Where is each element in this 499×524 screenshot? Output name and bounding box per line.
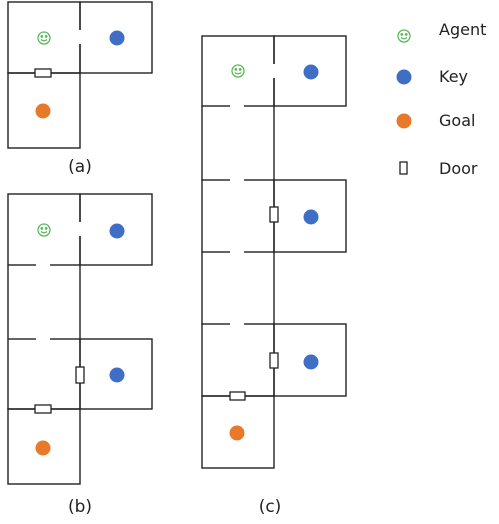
agent-icon	[37, 223, 51, 237]
goal-icon	[35, 440, 51, 456]
panel-label-a: (a)	[68, 157, 92, 177]
panel-a	[7, 1, 153, 149]
key-icon	[109, 223, 125, 239]
legend-key-label: Key	[439, 67, 468, 86]
door	[269, 206, 279, 223]
key-icon	[303, 64, 319, 80]
legend-goal-icon	[396, 113, 412, 129]
legend-agent-label: Agent	[439, 20, 486, 39]
door	[75, 366, 85, 384]
legend-goal-label: Goal	[439, 111, 475, 130]
agent-icon	[231, 64, 245, 78]
legend: Agent Key Goal Door	[396, 20, 486, 178]
room-b-mid-left	[7, 338, 81, 410]
goal-icon	[35, 103, 51, 119]
room-c-third-left	[201, 323, 275, 397]
door	[34, 404, 52, 414]
door	[229, 391, 246, 401]
room-c-second-left	[201, 179, 275, 253]
room-c-top-left	[201, 35, 275, 107]
door	[269, 352, 279, 369]
panel-c	[201, 35, 347, 469]
room-b-top-left	[7, 193, 81, 266]
legend-key-icon	[396, 69, 412, 85]
door	[34, 68, 52, 78]
panel-label-c: (c)	[259, 497, 282, 517]
key-icon	[109, 30, 125, 46]
key-icon	[109, 367, 125, 383]
panel-b	[7, 193, 153, 485]
goal-icon	[229, 425, 245, 441]
agent-icon	[37, 31, 51, 45]
legend-door-icon	[399, 161, 408, 175]
key-icon	[303, 354, 319, 370]
panel-label-b: (b)	[68, 497, 92, 517]
legend-door-label: Door	[439, 159, 478, 178]
key-icon	[303, 209, 319, 225]
legend-agent-icon	[397, 29, 411, 43]
room-a-top-left	[7, 1, 81, 74]
